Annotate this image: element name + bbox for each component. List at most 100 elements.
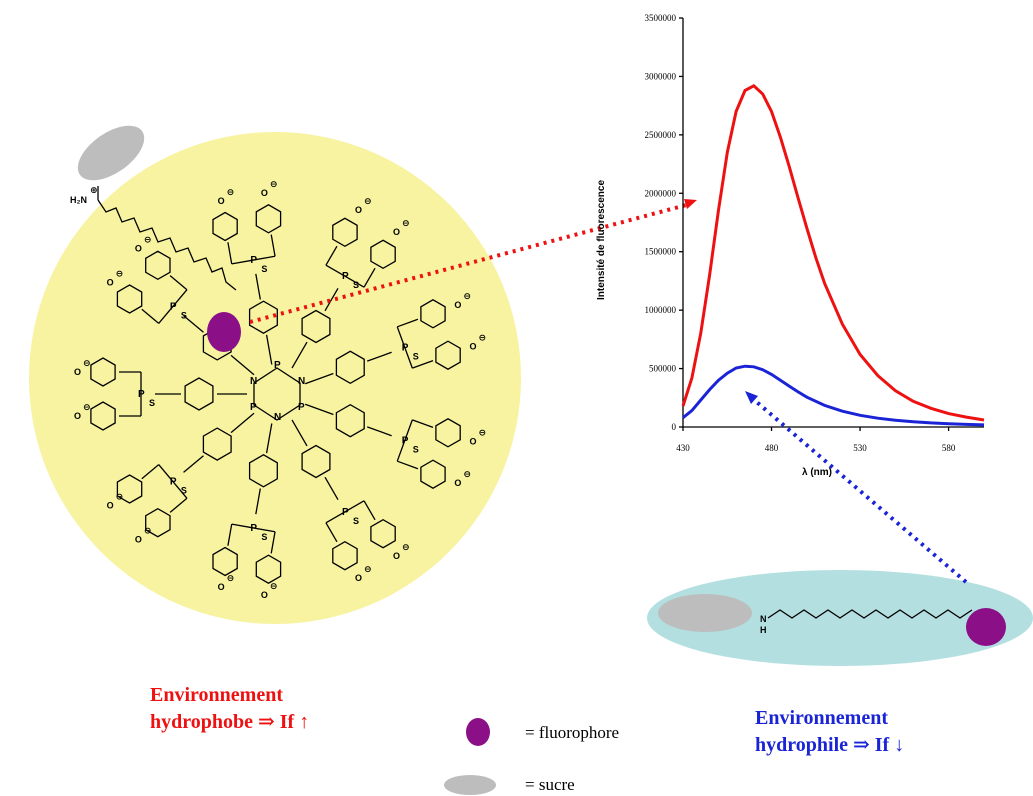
spectrum-curve-hydrophile bbox=[682, 364, 985, 427]
spectrum-curve-hydrophobe bbox=[681, 83, 985, 422]
amine-h: H bbox=[760, 625, 767, 635]
bond bbox=[265, 334, 273, 365]
benzene-ring bbox=[145, 250, 171, 281]
bond bbox=[291, 419, 308, 447]
bond bbox=[169, 497, 188, 513]
y-tick-label: 3500000 bbox=[645, 13, 677, 23]
oxygen-atom: O bbox=[135, 244, 142, 254]
carboxylate-charge: ⊖ bbox=[402, 218, 410, 228]
bond bbox=[270, 234, 276, 257]
caption-hydrophobe: Environnement hydrophobe ⇒ If ↑ bbox=[150, 682, 309, 736]
carboxylate-charge: ⊖ bbox=[227, 187, 235, 197]
benzene-ring bbox=[332, 540, 358, 571]
x-tick-label: 580 bbox=[942, 443, 956, 453]
bond bbox=[344, 275, 365, 288]
bond bbox=[169, 275, 188, 291]
sulfur-atom: S bbox=[149, 398, 155, 408]
core-atom: N bbox=[274, 412, 281, 423]
benzene-ring bbox=[248, 300, 278, 334]
bond bbox=[183, 455, 204, 473]
oxygen-atom: O bbox=[107, 277, 114, 287]
bond bbox=[325, 264, 346, 277]
carboxylate-charge: ⊖ bbox=[478, 428, 486, 438]
benzene-ring bbox=[90, 401, 116, 431]
carboxylate-charge: ⊖ bbox=[270, 581, 278, 591]
oxygen-atom: O bbox=[454, 478, 461, 488]
oxygen-atom: O bbox=[469, 437, 476, 447]
chain-zigzag bbox=[767, 609, 973, 619]
bond bbox=[270, 531, 276, 554]
ammonium-label: H₂N bbox=[70, 195, 87, 205]
carboxylate-charge: ⊖ bbox=[227, 573, 235, 583]
x-tick-label: 430 bbox=[676, 443, 690, 453]
red-arrowhead bbox=[684, 199, 697, 209]
ammonium-plus: ⊕ bbox=[90, 185, 98, 195]
bond bbox=[363, 500, 376, 521]
oxygen-atom: O bbox=[393, 227, 400, 237]
carboxylate-charge: ⊖ bbox=[116, 268, 124, 278]
bond bbox=[255, 488, 261, 515]
oxygen-atom: O bbox=[393, 551, 400, 561]
sugar-on-chain bbox=[658, 594, 752, 632]
bond bbox=[158, 464, 174, 482]
carboxylate-charge: ⊖ bbox=[364, 196, 372, 206]
bond bbox=[363, 267, 376, 288]
benzene-ring bbox=[145, 507, 171, 538]
oxygen-atom: O bbox=[355, 573, 362, 583]
benzene-ring bbox=[202, 427, 232, 461]
bond bbox=[366, 351, 392, 362]
carboxylate-charge: ⊖ bbox=[116, 492, 124, 502]
bond bbox=[183, 315, 204, 333]
x-tick-label: 530 bbox=[853, 443, 867, 453]
micelle-hydrophobic-core bbox=[29, 132, 521, 624]
y-axis-title: Intensité de fluorescence bbox=[596, 180, 607, 300]
bond bbox=[230, 412, 255, 434]
benzene-ring bbox=[435, 418, 461, 448]
oxygen-atom: O bbox=[74, 367, 81, 377]
oxygen-atom: O bbox=[454, 300, 461, 310]
oxygen-atom: O bbox=[107, 501, 114, 511]
carboxylate-charge: ⊖ bbox=[270, 179, 278, 189]
bond bbox=[404, 347, 413, 369]
legend-sugar-symbol bbox=[444, 775, 496, 795]
y-tick-label: 2000000 bbox=[645, 188, 677, 198]
oxygen-atom: O bbox=[355, 205, 362, 215]
sulfur-atom: S bbox=[413, 445, 419, 455]
oxygen-atom: O bbox=[74, 411, 81, 421]
core-atom: N bbox=[298, 376, 305, 387]
amine-n: N bbox=[760, 614, 767, 624]
bond bbox=[253, 255, 276, 261]
bond bbox=[397, 318, 419, 328]
bond bbox=[231, 523, 254, 529]
carboxylate-charge: ⊖ bbox=[463, 291, 471, 301]
benzene-ring bbox=[301, 444, 331, 479]
bond bbox=[253, 527, 276, 533]
y-tick-label: 500000 bbox=[649, 364, 677, 374]
benzene-ring bbox=[335, 350, 365, 385]
benzene-ring bbox=[116, 474, 143, 504]
bond bbox=[404, 419, 413, 441]
legend-fluorophore-symbol bbox=[466, 718, 490, 746]
phosphorus-atom: P bbox=[342, 507, 349, 518]
carboxylate-charge: ⊖ bbox=[83, 402, 91, 412]
legend-fluorophore-label: = fluorophore bbox=[525, 723, 620, 742]
oxygen-atom: O bbox=[261, 590, 268, 600]
carboxylate-charge: ⊖ bbox=[463, 469, 471, 479]
carboxylate-charge: ⊖ bbox=[83, 358, 91, 368]
carboxylate-charge: ⊖ bbox=[478, 332, 486, 342]
benzene-ring bbox=[90, 357, 116, 387]
bond bbox=[227, 524, 233, 546]
benzene-ring bbox=[248, 454, 278, 488]
caption-hydrophobe-line1: Environnement bbox=[150, 684, 283, 706]
caption-hydrophile-line2: hydrophile ⇒ If ↓ bbox=[755, 734, 905, 756]
sulfur-atom: S bbox=[353, 280, 359, 290]
sulfur-atom: S bbox=[261, 532, 267, 542]
blue-arrow-to-spectrum bbox=[750, 396, 968, 584]
core-atom: P bbox=[250, 402, 257, 413]
y-tick-label: 2500000 bbox=[645, 130, 677, 140]
bond bbox=[366, 426, 392, 437]
core-atom: P bbox=[274, 360, 281, 371]
caption-hydrophile: Environnement hydrophile ⇒ If ↓ bbox=[755, 705, 904, 759]
benzene-ring bbox=[435, 340, 461, 370]
bond bbox=[230, 354, 255, 376]
